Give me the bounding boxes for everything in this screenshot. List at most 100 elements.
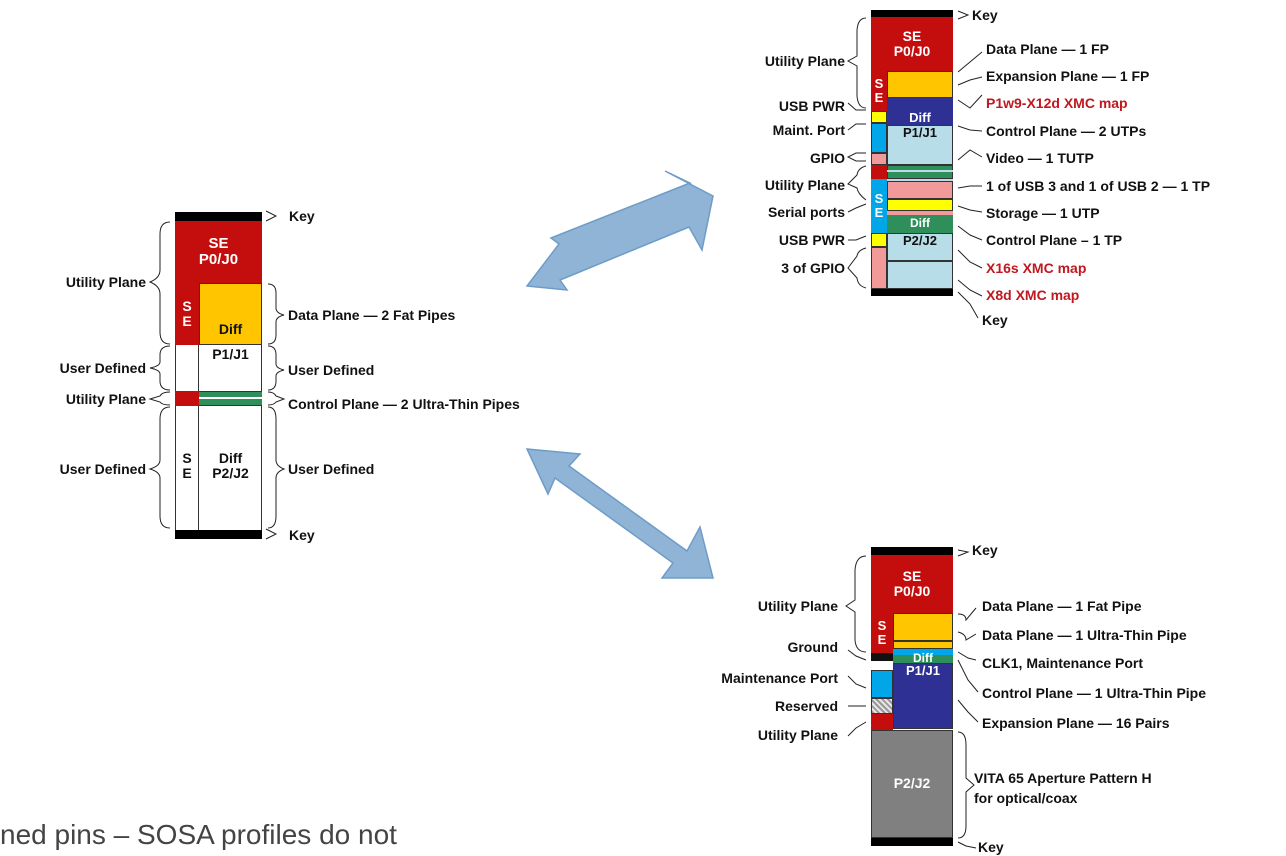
tr-rlabel-control-plane-2: Control Plane – 1 TP: [986, 232, 1123, 248]
tr-p0-block: SE P0/J0: [871, 17, 953, 71]
tr-label-utility-plane: Utility Plane: [764, 53, 845, 69]
br-utp-yellow: [893, 641, 953, 649]
tr-s2: S: [874, 190, 884, 206]
tr-rlabel-data-plane: Data Plane — 1 FP: [986, 41, 1109, 57]
br-rlabel-key-top: Key: [972, 542, 998, 558]
utility-red-small: [175, 391, 199, 406]
tr-diff-text: Diff: [909, 109, 931, 125]
tr-storage-pink: [887, 211, 953, 215]
p0-block: SE P0/J0: [175, 221, 262, 283]
divider-line-2: [198, 406, 199, 530]
tr-label-gpio: GPIO: [809, 150, 845, 166]
br-key-bottom: [871, 838, 953, 846]
br-rlabel-control-plane: Control Plane — 1 Ultra-Thin Pipe: [982, 685, 1207, 701]
user-defined-block: [175, 345, 262, 391]
br-label-reserved: Reserved: [774, 698, 838, 714]
tr-storage-yellow: [887, 199, 953, 211]
tr-gpio-pink: [871, 153, 887, 165]
tr-label-serial-ports: Serial ports: [767, 204, 845, 220]
tr-se-strip: S E: [871, 71, 887, 111]
p1-text: P1/J1: [212, 346, 249, 363]
e2-letter: E: [182, 465, 192, 481]
tr-usb-pink: [887, 181, 953, 199]
diff2-text: Diff: [218, 449, 243, 466]
tr-e2: E: [874, 205, 884, 220]
tr-e: E: [874, 90, 884, 105]
left-label-utility-plane-2: Utility Plane: [65, 391, 146, 407]
tr-green-stripe: [887, 170, 953, 172]
double-arrow-lower: [525, 448, 714, 579]
tr-utility-red: [871, 165, 887, 179]
se-label: SE: [208, 234, 229, 252]
br-ground-black: [871, 653, 893, 661]
tr-p2-lightblue: P2/J2: [887, 233, 953, 261]
br-se-strip: S E: [871, 613, 893, 653]
right-label-key-top: Key: [289, 208, 315, 224]
p2-block: [175, 406, 262, 530]
se-letters-2: S E: [175, 446, 199, 486]
tr-diff-blue: Diff: [887, 98, 953, 125]
p1-label: P1/J1: [199, 346, 262, 363]
p0-label: P0/J0: [198, 251, 239, 268]
br-diff-text: Diff: [913, 651, 933, 666]
tr-rlabel-usb: 1 of USB 3 and 1 of USB 2 — 1 TP: [986, 178, 1211, 194]
s-letter: S: [182, 297, 192, 314]
tr-video-lightblue: [887, 179, 953, 181]
diff-text: Diff: [218, 321, 243, 338]
tr-p1-text: P1/J1: [903, 125, 937, 140]
tr-rlabel-x16s: X16s XMC map: [986, 260, 1087, 276]
tr-diff2-green: Diff: [887, 215, 953, 233]
green-stripe: [199, 397, 262, 399]
br-reserved-hatched: [871, 698, 893, 714]
tr-p2-text: P2/J2: [903, 233, 937, 248]
tr-key-top: [871, 10, 953, 17]
br-rlabel-clk1: CLK1, Maintenance Port: [982, 655, 1144, 671]
right-label-control-plane: Control Plane — 2 Ultra-Thin Pipes: [288, 396, 520, 412]
tr-serial-cyan: S E: [871, 179, 887, 233]
tr-rlabel-x8d: X8d XMC map: [986, 287, 1080, 303]
tr-s: S: [874, 75, 884, 91]
tr-label-usb-pwr-2: USB PWR: [778, 232, 845, 248]
left-label-user-defined: User Defined: [59, 360, 146, 376]
br-rlabel-data-plane-utp: Data Plane — 1 Ultra-Thin Pipe: [982, 627, 1187, 643]
tr-label-utility-plane-2: Utility Plane: [764, 177, 845, 193]
br-p1-blue: P1/J1: [893, 663, 953, 729]
tr-x8d-lightblue: [887, 261, 953, 289]
br-rlabel-data-plane-fp: Data Plane — 1 Fat Pipe: [982, 598, 1142, 614]
br-diff-green: Diff: [893, 651, 953, 666]
br-rlabel-expansion-plane: Expansion Plane — 16 Pairs: [982, 715, 1170, 731]
br-maint-cyan: [871, 670, 893, 698]
br-utility-red: [871, 714, 893, 730]
br-rlabel-optical-coax: for optical/coax: [974, 790, 1078, 806]
tr-se-text: SE: [902, 27, 922, 44]
br-key-top: [871, 547, 953, 555]
br-label-utility-plane: Utility Plane: [757, 598, 838, 614]
tr-rlabel-video: Video — 1 TUTP: [986, 150, 1094, 166]
br-rlabel-key-bottom: Key: [978, 839, 1004, 855]
tr-control-green: [887, 165, 953, 179]
tr-rlabel-xmc-map-1: P1w9-X12d XMC map: [986, 95, 1128, 111]
br-rlabel-vita65: VITA 65 Aperture Pattern H: [974, 770, 1152, 786]
tr-diff2-text: Diff: [910, 216, 930, 231]
br-data-yellow: [893, 613, 953, 641]
tr-p0-text: P0/J0: [893, 43, 931, 59]
divider-line: [198, 345, 199, 391]
tr-rlabel-control-plane: Control Plane — 2 UTPs: [986, 123, 1147, 139]
tr-key-bottom: [871, 289, 953, 296]
tr-usb-yellow: [871, 111, 887, 123]
s2-letter: S: [182, 449, 192, 466]
br-label-utility-plane-2: Utility Plane: [757, 727, 838, 743]
right-label-user-defined-2: User Defined: [288, 461, 375, 477]
tr-p1-lightblue: P1/J1: [887, 125, 953, 165]
key-bar-top: [175, 212, 262, 221]
key-bar-bottom: [175, 530, 262, 539]
tr-label-usb-pwr: USB PWR: [778, 98, 845, 114]
tr-label-maint-port: Maint. Port: [772, 122, 845, 138]
double-arrow-upper: [525, 170, 714, 291]
slide-caption-fragment: ned pins – SOSA profiles do not: [0, 819, 397, 850]
tr-gpio2-pink: [871, 247, 887, 289]
